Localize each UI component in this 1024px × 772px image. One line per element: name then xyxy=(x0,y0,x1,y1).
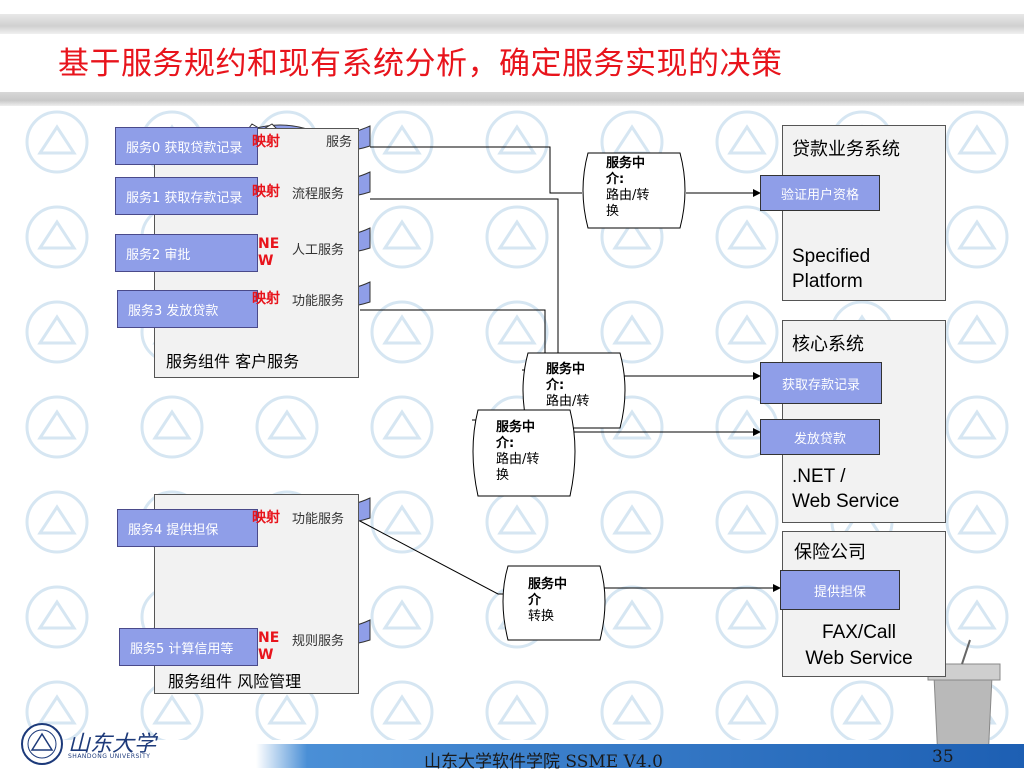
mediator-2-shape xyxy=(522,352,626,429)
university-logo-sub: SHANDONG UNIVERSITY xyxy=(68,753,151,760)
system-core-platform-line1: .NET / xyxy=(792,466,846,487)
issue-loan-box[interactable]: 发放贷款 xyxy=(760,419,880,455)
service-4-box[interactable]: 服务4 提供担保 xyxy=(117,509,258,547)
verify-user-box[interactable]: 验证用户资格 xyxy=(760,175,880,211)
mediator-2-text: 服务中 介: 路由/转 xyxy=(546,362,589,410)
page-number: 35 xyxy=(932,747,954,767)
mediator-3-line3: 路由/转 xyxy=(496,452,540,467)
footer-bar xyxy=(0,744,1024,768)
mediator-3-line4: 换 xyxy=(496,468,510,483)
university-seal-icon xyxy=(21,723,63,765)
service-0-box[interactable]: 服务0 获取贷款记录 xyxy=(115,127,258,165)
mediator-4-shape xyxy=(502,565,606,641)
mediator-4-text: 服务中 介 转换 xyxy=(528,577,567,625)
tag-1: 映射 xyxy=(252,184,280,200)
mediator-2-line1: 服务中 xyxy=(546,362,586,377)
mediator-1-shape xyxy=(582,152,686,229)
service-2-box[interactable]: 服务2 审批 xyxy=(115,234,258,272)
tag-4: 映射 xyxy=(252,510,280,526)
tape-1-label: 流程服务 xyxy=(292,187,345,202)
tape-2-label: 人工服务 xyxy=(292,243,345,258)
service-5-box[interactable]: 服务5 计算信用等 xyxy=(119,628,258,666)
system-loan-title: 贷款业务系统 xyxy=(792,139,900,160)
mediator-1-text: 服务中 介: 路由/转 换 xyxy=(606,156,649,220)
service-3-box[interactable]: 服务3 发放贷款 xyxy=(117,290,258,328)
system-insurance-platform-line1: FAX/Call xyxy=(822,622,896,643)
mediator-3-line1: 服务中 xyxy=(496,420,536,435)
mediator-2-line3: 路由/转 xyxy=(546,394,590,409)
mediator-1-line2: 介: xyxy=(606,172,625,187)
system-core-platform-line2: Web Service xyxy=(792,491,900,512)
footer-text: 山东大学软件学院 SSME V4.0 xyxy=(424,752,663,772)
mediator-1-line1: 服务中 xyxy=(606,156,646,171)
header-stripe-bottom xyxy=(0,92,1024,106)
tag-2: NEW xyxy=(258,236,280,269)
system-insurance-title: 保险公司 xyxy=(794,542,866,563)
system-insurance-platform: FAX/Call Web Service xyxy=(794,620,924,672)
mediator-4-line1: 服务中 xyxy=(528,577,568,592)
slide-title: 基于服务规约和现有系统分析，确定服务实现的决策 xyxy=(58,46,783,82)
system-core-platform: .NET / Web Service xyxy=(792,464,899,514)
mediator-3-text: 服务中 介: 路由/转 换 xyxy=(496,420,540,484)
system-loan-platform-line1: Specified xyxy=(792,246,871,267)
tag-5: NEW xyxy=(258,630,280,663)
mediator-1-line3: 路由/转 xyxy=(606,188,650,203)
client-group-label: 服务组件 客户服务 xyxy=(166,352,300,371)
tape-4-label: 功能服务 xyxy=(292,512,345,527)
system-loan-platform: Specified Platform xyxy=(792,244,870,294)
service-1-box[interactable]: 服务1 获取存款记录 xyxy=(115,177,258,215)
system-core-title: 核心系统 xyxy=(792,334,864,355)
podium-decoration xyxy=(927,639,1001,761)
mediator-2-line2: 介: xyxy=(546,378,565,393)
tape-5-label: 规则服务 xyxy=(292,634,345,649)
system-loan-business xyxy=(782,125,946,301)
tag-3: 映射 xyxy=(252,291,280,307)
tag-0: 映射 xyxy=(252,134,280,150)
mediator-4-line3: 转换 xyxy=(528,609,555,624)
system-loan-platform-line2: Platform xyxy=(792,271,863,292)
tape-0-label: 服务 xyxy=(326,135,353,150)
link-service0-mediator1 xyxy=(370,146,582,194)
get-deposit-box[interactable]: 获取存款记录 xyxy=(760,362,882,404)
provide-guarantee-box[interactable]: 提供担保 xyxy=(780,570,900,610)
mediator-3-line2: 介: xyxy=(496,436,515,451)
tape-3-label: 功能服务 xyxy=(292,294,345,309)
university-logo-text: 山东大学 xyxy=(68,732,157,757)
system-insurance-platform-line2: Web Service xyxy=(805,648,913,669)
mediator-1-line4: 换 xyxy=(606,204,620,219)
header-stripe-top xyxy=(0,14,1024,34)
risk-group-label: 服务组件 风险管理 xyxy=(168,672,302,691)
mediator-4-line2: 介 xyxy=(528,593,542,608)
